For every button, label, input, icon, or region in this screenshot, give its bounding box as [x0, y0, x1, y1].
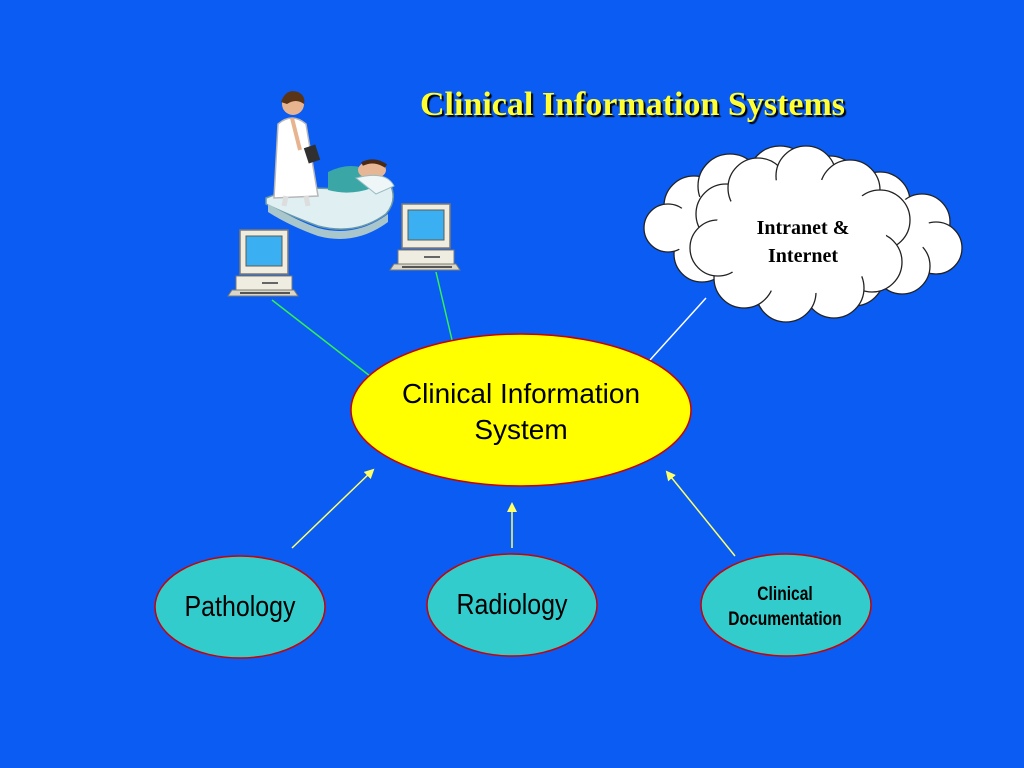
pathology-node: [154, 555, 326, 659]
clinical-documentation-label-line1: Clinical: [757, 584, 813, 605]
cloud-front-fill: [714, 178, 886, 294]
hub-label-line1: Clinical Information: [401, 378, 641, 409]
hub-label: Clinical Information System: [352, 376, 690, 448]
documentation-arrow: [665, 470, 736, 557]
radiology-label-text: Radiology: [456, 589, 568, 621]
pathology-label: Pathology: [167, 590, 313, 624]
intranet-internet-cloud: [643, 145, 963, 323]
clinical-documentation-label-line2: Documentation: [728, 609, 842, 630]
clinical-information-system-hub: [350, 333, 692, 487]
pathology-arrow: [291, 468, 375, 549]
computer-icon: [227, 229, 299, 297]
clinical-documentation-label: Clinical Documentation: [715, 582, 854, 632]
cloud-label: Intranet & Internet: [708, 214, 898, 270]
pathology-label-text: Pathology: [184, 591, 296, 623]
computer-icon: [389, 203, 461, 271]
cloud-label-line2: Internet: [768, 245, 838, 267]
hub-label-line2: System: [474, 414, 568, 445]
doctor-patient-icon: [265, 91, 395, 239]
radiology-label: Radiology: [439, 588, 585, 622]
clinical-documentation-node: [700, 553, 872, 657]
cloud-connector: [649, 297, 707, 361]
slide-title: Clinical Information Systems: [420, 86, 845, 123]
radiology-node: [426, 553, 598, 657]
cloud-label-line1: Intranet &: [756, 217, 850, 239]
workstation-left-connector: [271, 299, 371, 377]
workstation-right-connector: [435, 271, 453, 341]
